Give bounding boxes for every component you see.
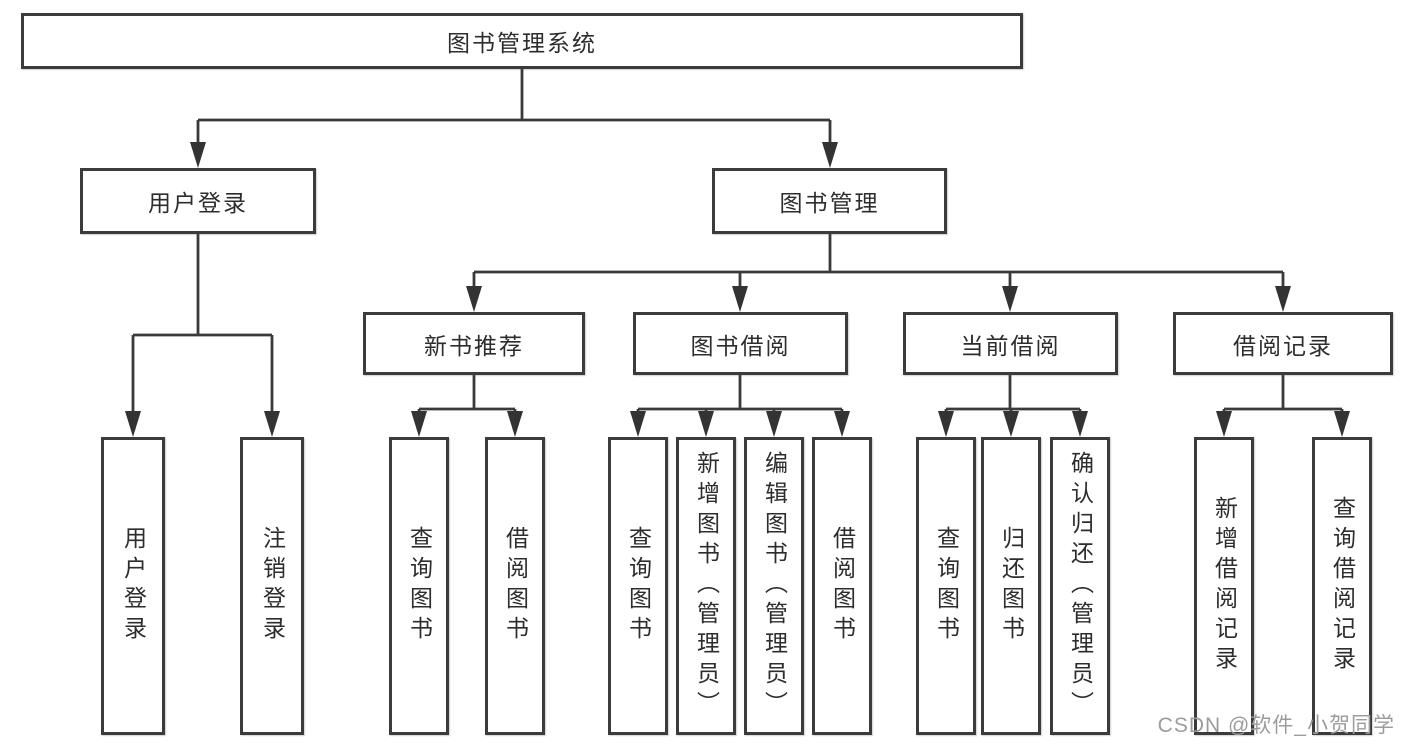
leaf-add-books-admin: 新增图书（管理员） [676, 437, 736, 735]
node-book-management-label: 图书管理 [779, 190, 880, 216]
leaf-borrow-books-recommend-label: 借阅图书 [502, 526, 529, 646]
node-user-login-label: 用户登录 [148, 190, 248, 216]
leaf-query-books-current-label: 查询图书 [933, 526, 960, 646]
node-user-login: 用户登录 [80, 168, 316, 234]
leaf-return-books-label: 归还图书 [998, 526, 1025, 646]
node-new-book-recommend-label: 新书推荐 [424, 332, 524, 359]
leaf-add-borrow-record: 新增借阅记录 [1194, 437, 1254, 735]
leaf-query-books-recommend-label: 查询图书 [406, 526, 433, 646]
root-node-library-system: 图书管理系统 [21, 13, 1023, 69]
leaf-query-books-current: 查询图书 [916, 437, 976, 735]
leaf-return-books: 归还图书 [981, 437, 1041, 735]
node-borrowing-records-label: 借阅记录 [1233, 332, 1333, 359]
leaf-query-borrow-record: 查询借阅记录 [1312, 437, 1372, 735]
node-book-borrowing: 图书借阅 [633, 312, 848, 375]
leaf-add-books-admin-label: 新增图书（管理员） [693, 451, 720, 721]
leaf-confirm-return-admin: 确认归还（管理员） [1050, 437, 1110, 735]
leaf-query-books-recommend: 查询图书 [389, 437, 449, 735]
node-new-book-recommend: 新书推荐 [363, 312, 585, 375]
leaf-logout-label: 注销登录 [259, 526, 286, 646]
node-current-borrowing-label: 当前借阅 [960, 332, 1061, 359]
leaf-edit-books-admin: 编辑图书（管理员） [744, 437, 804, 735]
leaf-borrow-books-recommend: 借阅图书 [485, 437, 545, 735]
watermark: CSDN @软件_小贺同学 [1157, 714, 1395, 737]
node-current-borrowing: 当前借阅 [903, 312, 1118, 375]
leaf-query-borrow-record-label: 查询借阅记录 [1329, 496, 1356, 676]
arrowhead-icons [125, 142, 1350, 437]
leaf-query-books-borrowing: 查询图书 [608, 437, 668, 735]
leaf-edit-books-admin-label: 编辑图书（管理员） [761, 451, 788, 721]
leaf-user-login: 用户登录 [101, 437, 165, 735]
node-book-management: 图书管理 [712, 168, 947, 234]
leaf-logout: 注销登录 [240, 437, 304, 735]
leaf-confirm-return-admin-label: 确认归还（管理员） [1067, 451, 1094, 721]
leaf-user-login-label: 用户登录 [120, 526, 147, 646]
leaf-borrow-books-label: 借阅图书 [829, 526, 856, 646]
node-book-borrowing-label: 图书借阅 [690, 332, 791, 359]
node-borrowing-records: 借阅记录 [1173, 312, 1393, 375]
root-node-label: 图书管理系统 [447, 30, 597, 56]
leaf-borrow-books: 借阅图书 [812, 437, 872, 735]
leaf-query-books-borrowing-label: 查询图书 [625, 526, 652, 646]
leaf-add-borrow-record-label: 新增借阅记录 [1211, 496, 1238, 676]
